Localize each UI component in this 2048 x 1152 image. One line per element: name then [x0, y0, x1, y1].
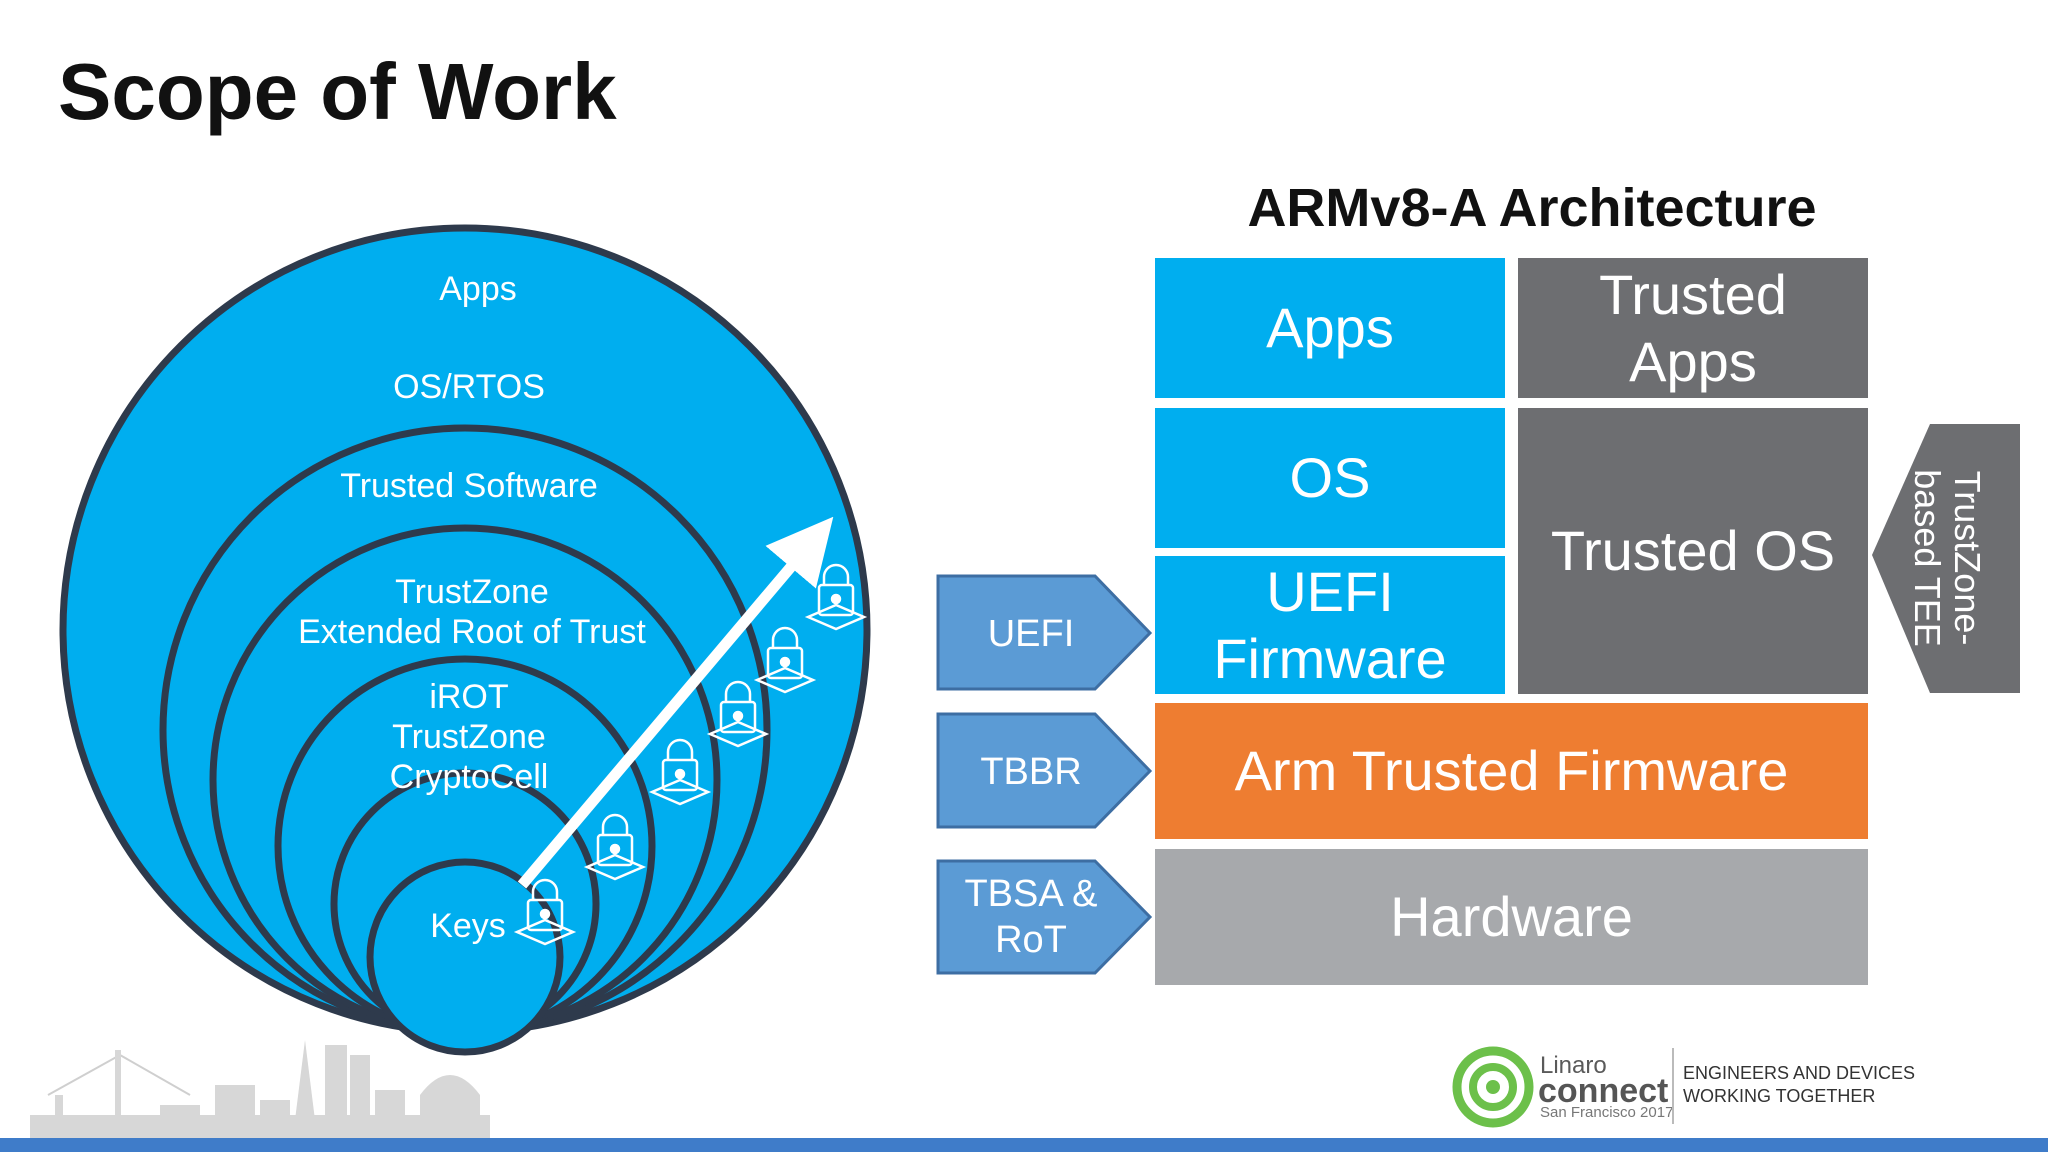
block-os: OS: [1155, 408, 1505, 548]
block-trusted-apps-label: Trusted Apps: [1599, 262, 1787, 393]
scope-growth-arrow: [517, 516, 834, 889]
layer-label-trusted-software: Trusted Software: [340, 467, 598, 505]
tbsa-rot-arrow: [936, 859, 1153, 975]
tee-label: TrustZone-based TEE: [1907, 469, 1988, 646]
block-hardware: Hardware: [1155, 849, 1868, 985]
circle-keys: [366, 858, 564, 1056]
block-uefi-firmware: UEFI Firmware: [1155, 556, 1505, 694]
block-hardware-label: Hardware: [1390, 885, 1633, 949]
footer-tagline: ENGINEERS AND DEVICES WORKING TOGETHER: [1683, 1063, 1916, 1107]
lock-icon: [706, 680, 770, 748]
layer-label-apps: Apps: [439, 270, 517, 308]
city-skyline-illustration: [30, 1040, 490, 1140]
side-label-tbsa-rot: TBSA &RoT: [964, 873, 1097, 961]
lock-icon: [648, 738, 712, 806]
block-uefi-firmware-label: UEFI Firmware: [1213, 559, 1447, 690]
block-apps-label: Apps: [1266, 296, 1394, 360]
layer-label-keys: Keys: [430, 907, 506, 945]
block-os-label: OS: [1289, 446, 1371, 510]
lock-icon: [753, 626, 817, 694]
side-label-tbbr: TBBR: [980, 751, 1081, 793]
lock-icon: [583, 813, 647, 881]
footer-divider: [1672, 1048, 1674, 1124]
lock-icon: [513, 878, 577, 946]
block-trusted-os-label: Trusted OS: [1550, 519, 1836, 583]
slide-title: Scope of Work: [58, 47, 617, 136]
logo-location: San Francisco 2017: [1540, 1104, 1674, 1121]
block-arm-trusted-firmware-label: Arm Trusted Firmware: [1234, 739, 1789, 803]
logo-name: connect: [1538, 1072, 1669, 1110]
architecture-title: ARMv8-A Architecture: [1247, 178, 1817, 238]
logo-brand: Linaro: [1540, 1052, 1607, 1079]
tbbr-arrow: [936, 712, 1153, 829]
layer-label-os-rtos: OS/RTOS: [393, 368, 545, 406]
lock-icon: [804, 563, 868, 631]
linaro-connect-logo-icon: [1452, 1046, 1534, 1128]
side-label-uefi: UEFI: [988, 613, 1075, 655]
tee-arrow: [1872, 424, 2020, 693]
uefi-arrow: [936, 574, 1153, 691]
block-arm-trusted-firmware: Arm Trusted Firmware: [1155, 703, 1868, 839]
block-apps: Apps: [1155, 258, 1505, 398]
block-trusted-os: Trusted OS: [1518, 408, 1868, 694]
footer-bar: [0, 1138, 2048, 1152]
block-trusted-apps: Trusted Apps: [1518, 258, 1868, 398]
